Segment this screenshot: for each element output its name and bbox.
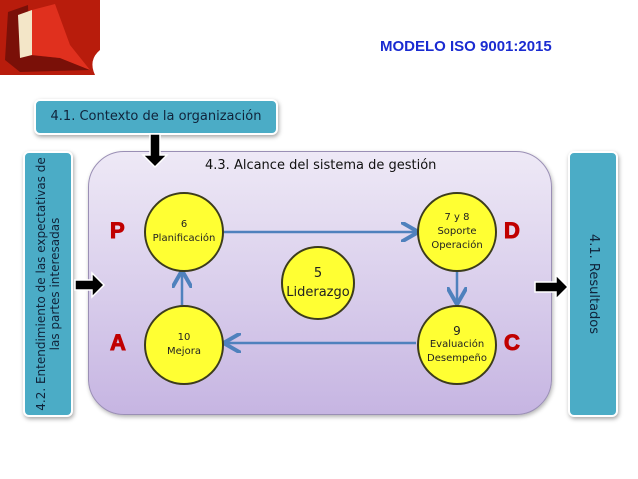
node-label: Evaluación xyxy=(429,339,485,350)
pdca-letter-c: C xyxy=(504,330,521,356)
node-number: 5 xyxy=(313,266,323,281)
context-down-arrow xyxy=(141,133,169,169)
input-right-arrow xyxy=(74,271,106,299)
stakeholders-box: 4.2. Entendimiento de las expectativas d… xyxy=(23,151,73,417)
context-box: 4.1. Contexto de la organización xyxy=(34,99,278,135)
node-evaluacion-desempeno: 9 Evaluación Desempeño xyxy=(417,305,497,385)
node-planificacion: 6 Planificación xyxy=(144,192,224,272)
page-title: MODELO ISO 9001:2015 xyxy=(380,38,552,55)
pdca-letter-a: A xyxy=(110,330,127,356)
node-label: Liderazgo xyxy=(286,285,350,300)
scope-label: 4.3. Alcance del sistema de gestión xyxy=(205,158,437,173)
node-mejora: 10 Mejora xyxy=(144,305,224,385)
pdca-letter-p: P xyxy=(110,218,126,244)
node-label: Soporte xyxy=(437,226,477,237)
node-liderazgo: 5 Liderazgo xyxy=(281,246,355,320)
node-label-2: Desempeño xyxy=(427,353,487,364)
pdca-letter-d: D xyxy=(504,218,521,244)
logo xyxy=(0,0,100,75)
node-soporte-operacion: 7 y 8 Soporte Operación xyxy=(417,192,497,272)
output-right-arrow xyxy=(534,273,570,301)
node-label: Mejora xyxy=(167,346,201,357)
node-number: 6 xyxy=(180,219,188,230)
node-label-2: Operación xyxy=(431,240,483,251)
node-number: 7 y 8 xyxy=(444,212,470,223)
node-label: Planificación xyxy=(152,233,216,244)
node-number: 10 xyxy=(177,332,191,343)
node-number: 9 xyxy=(453,324,461,338)
results-box: 4.1. Resultados xyxy=(568,151,618,417)
